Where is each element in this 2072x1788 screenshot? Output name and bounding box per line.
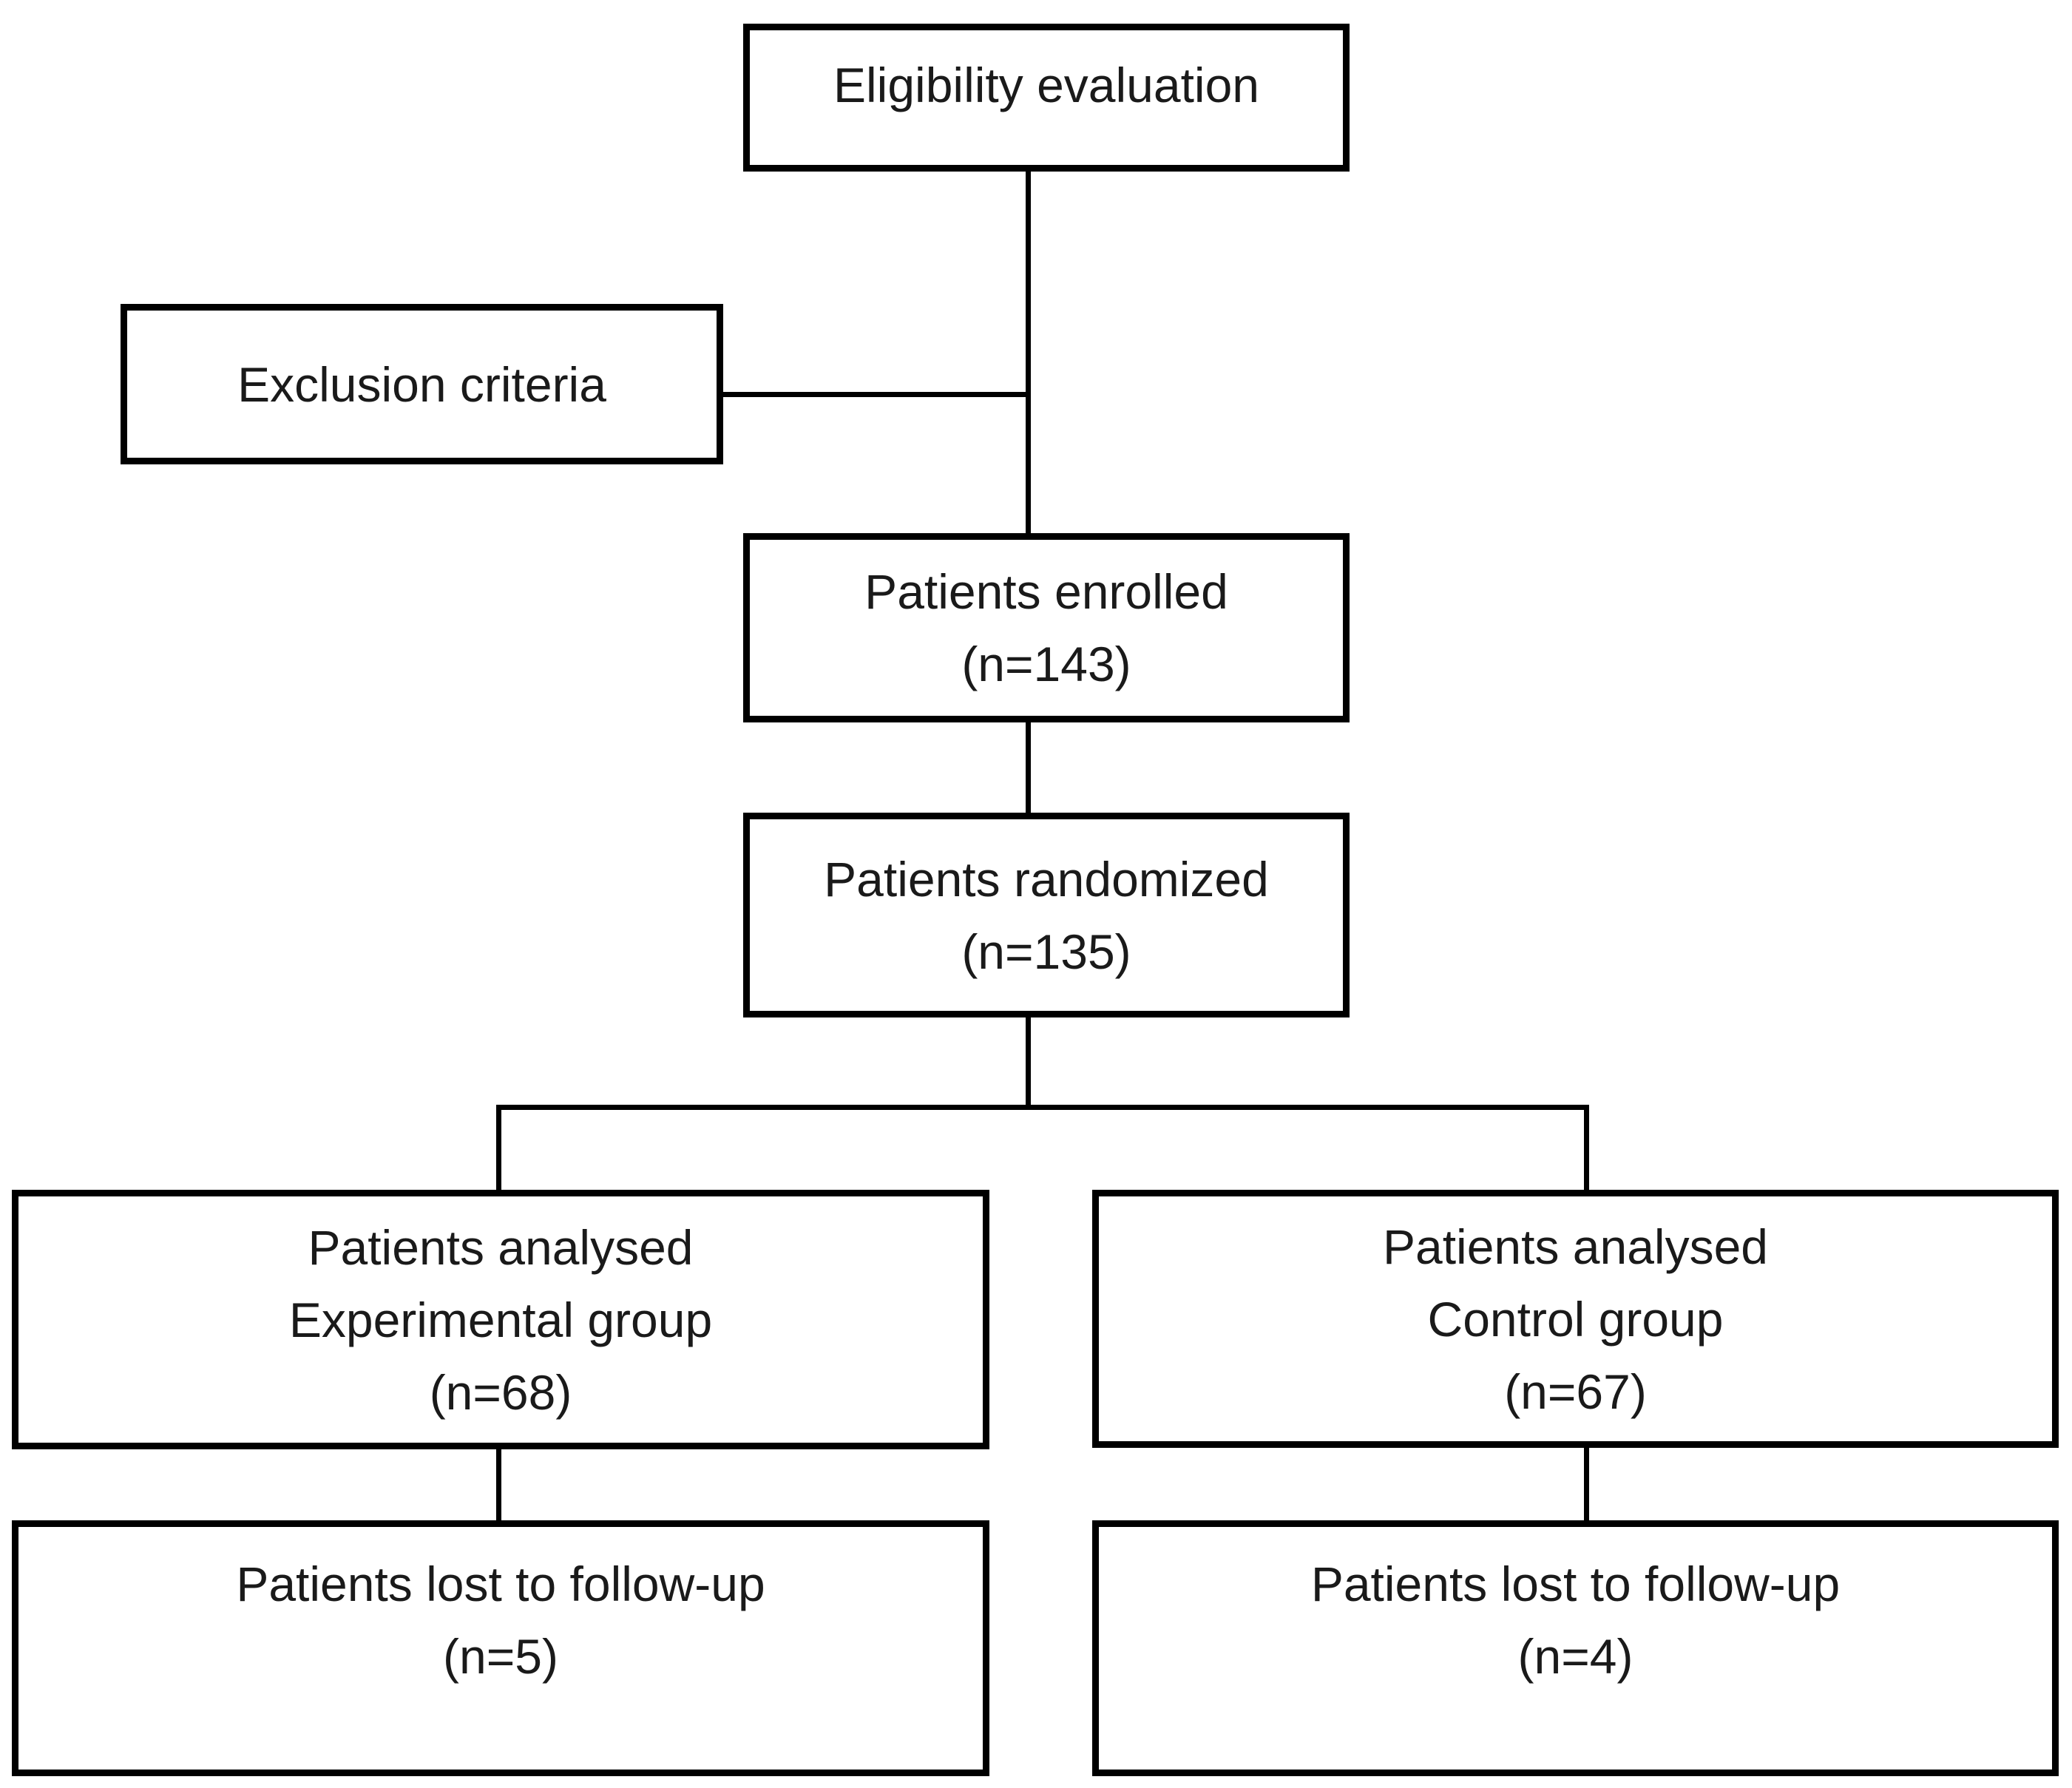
connector-analysed-to-lost-experimental (496, 1448, 501, 1523)
node-label: Eligibility evaluation (833, 58, 1259, 112)
connector-exclusion-branch (720, 392, 1031, 397)
node-label: Patients analysed (308, 1219, 694, 1275)
connector-analysed-to-lost-control (1584, 1446, 1589, 1523)
connector-enrolled-to-randomized (1026, 721, 1031, 817)
node-exclusion-criteria: Exclusion criteria (121, 304, 723, 464)
node-analysed-control-group: Patients analysed Control group (n=67) (1092, 1190, 2059, 1448)
node-eligibility-evaluation: Eligibility evaluation (743, 24, 1350, 172)
node-label: Patients analysed (1382, 1219, 1768, 1274)
node-label: Exclusion criteria (237, 356, 606, 412)
node-count: (n=5) (443, 1629, 558, 1684)
connector-branch-to-analysed-control (1584, 1108, 1589, 1193)
node-count: (n=68) (429, 1364, 572, 1420)
node-analysed-experimental-group: Patients analysed Experimental group (n=… (12, 1190, 989, 1449)
node-count: (n=143) (961, 637, 1131, 691)
node-lost-followup-experimental: Patients lost to follow-up (n=5) (12, 1520, 989, 1776)
node-group: Control group (1427, 1291, 1724, 1347)
node-patients-randomized: Patients randomized (n=135) (743, 813, 1350, 1017)
connector-randomized-to-branch (1026, 1016, 1031, 1109)
node-label: Patients randomized (824, 851, 1269, 907)
node-label: Patients enrolled (864, 564, 1228, 619)
node-count: (n=4) (1517, 1629, 1633, 1684)
node-group: Experimental group (288, 1292, 713, 1347)
node-label: Patients lost to follow-up (1310, 1557, 1841, 1611)
connector-branch-horizontal (496, 1105, 1589, 1110)
node-count: (n=67) (1504, 1364, 1647, 1419)
connector-branch-to-analysed-experimental (496, 1108, 501, 1193)
node-count: (n=135) (961, 924, 1131, 979)
node-patients-enrolled: Patients enrolled (n=143) (743, 533, 1350, 722)
node-lost-followup-control: Patients lost to follow-up (n=4) (1092, 1520, 2059, 1776)
connector-eligibility-to-enrolled (1026, 170, 1031, 537)
node-label: Patients lost to follow-up (236, 1557, 765, 1611)
